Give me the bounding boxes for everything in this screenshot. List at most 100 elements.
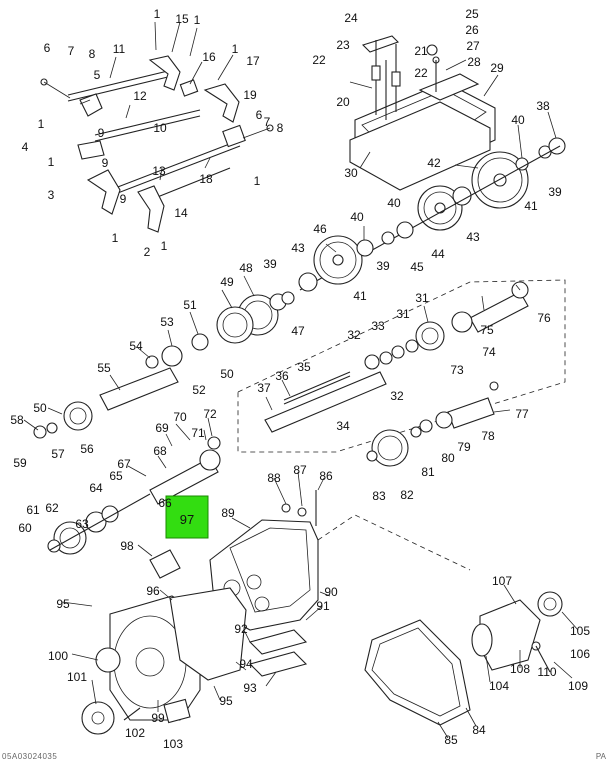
callout-12: 12: [133, 89, 147, 103]
callout-54: 54: [129, 339, 143, 353]
callout-19: 19: [243, 88, 257, 102]
callout-6: 6: [44, 41, 51, 55]
callout-24: 24: [344, 11, 358, 25]
callout-65: 65: [109, 469, 123, 483]
callout-66: 66: [158, 496, 172, 510]
callout-89: 89: [221, 506, 235, 520]
callout-101: 101: [67, 670, 87, 684]
callout-62: 62: [45, 501, 59, 515]
callout-40: 40: [387, 196, 401, 210]
callout-1: 1: [112, 231, 119, 245]
callout-61: 61: [26, 503, 40, 517]
callout-99: 99: [151, 711, 165, 725]
callout-27: 27: [466, 39, 480, 53]
callout-45: 45: [410, 260, 424, 274]
callout-95: 95: [56, 597, 70, 611]
callout-38: 38: [536, 99, 550, 113]
callout-67: 67: [117, 457, 131, 471]
callout-17: 17: [246, 54, 260, 68]
callout-6: 6: [256, 108, 263, 122]
callout-64: 64: [89, 481, 103, 495]
highlight-97[interactable]: 97: [165, 495, 209, 539]
callout-42: 42: [427, 156, 441, 170]
callout-9: 9: [102, 156, 109, 170]
callout-22: 22: [414, 66, 428, 80]
callout-32: 32: [390, 389, 404, 403]
callout-4: 4: [22, 140, 29, 154]
callout-100: 100: [48, 649, 68, 663]
callout-105: 105: [570, 624, 590, 638]
callout-22: 22: [312, 53, 326, 67]
callout-94: 94: [239, 657, 253, 671]
callout-15: 15: [175, 12, 189, 26]
callout-37: 37: [257, 381, 271, 395]
callout-81: 81: [421, 465, 435, 479]
callout-109: 109: [568, 679, 588, 693]
callout-52: 52: [192, 383, 206, 397]
callout-108: 108: [510, 662, 530, 676]
callout-93: 93: [243, 681, 257, 695]
callout-103: 103: [163, 737, 183, 751]
callout-51: 51: [183, 298, 197, 312]
callout-1: 1: [232, 42, 239, 56]
callout-78: 78: [481, 429, 495, 443]
callout-96: 96: [146, 584, 160, 598]
callout-83: 83: [372, 489, 386, 503]
callout-34: 34: [336, 419, 350, 433]
callout-7: 7: [264, 115, 271, 129]
callout-26: 26: [465, 23, 479, 37]
callout-14: 14: [174, 206, 188, 220]
callout-41: 41: [353, 289, 367, 303]
callout-53: 53: [160, 315, 174, 329]
callout-11: 11: [113, 42, 126, 56]
callout-71: 71: [191, 426, 205, 440]
callout-98: 98: [120, 539, 134, 553]
callout-33: 33: [371, 319, 385, 333]
countershaft-group: [237, 279, 566, 467]
callout-74: 74: [482, 345, 496, 359]
callout-9: 9: [98, 126, 105, 140]
callout-28: 28: [467, 55, 481, 69]
callout-72: 72: [203, 407, 217, 421]
upper-gear-train: [298, 137, 566, 292]
callout-5: 5: [94, 68, 101, 82]
callout-40: 40: [350, 210, 364, 224]
mainshaft-gear-train: [33, 291, 295, 439]
callout-91: 91: [316, 599, 330, 613]
callout-48: 48: [239, 261, 253, 275]
callout-39: 39: [263, 257, 277, 271]
callout-58: 58: [10, 413, 24, 427]
callout-29: 29: [490, 61, 504, 75]
callout-73: 73: [450, 363, 464, 377]
highlight-97-label: 97: [180, 512, 194, 527]
reverse-gear-train: [47, 436, 221, 555]
callout-31: 31: [415, 291, 429, 305]
callout-36: 36: [275, 369, 289, 383]
callout-21: 21: [414, 44, 428, 58]
shift-rail-assembly: [40, 55, 274, 233]
callout-85: 85: [444, 733, 458, 747]
transmission-case: [209, 490, 471, 631]
callout-106: 106: [570, 647, 590, 661]
callout-55: 55: [97, 361, 111, 375]
callout-68: 68: [153, 444, 167, 458]
callout-3: 3: [48, 188, 55, 202]
callout-56: 56: [80, 442, 94, 456]
callout-57: 57: [51, 447, 65, 461]
callout-1: 1: [154, 7, 161, 21]
callout-60: 60: [18, 521, 32, 535]
top-cover-assembly: [349, 35, 496, 191]
callout-75: 75: [480, 323, 494, 337]
callout-104: 104: [489, 679, 509, 693]
callout-59: 59: [13, 456, 27, 470]
footer-doc-id: 05A03024035: [2, 752, 58, 761]
callout-69: 69: [155, 421, 169, 435]
callout-79: 79: [457, 440, 471, 454]
callout-90: 90: [324, 585, 338, 599]
input-shaft: [364, 281, 529, 370]
callout-31: 31: [396, 307, 410, 321]
callout-8: 8: [277, 121, 284, 135]
callout-1: 1: [254, 174, 261, 188]
callout-25: 25: [465, 7, 479, 21]
